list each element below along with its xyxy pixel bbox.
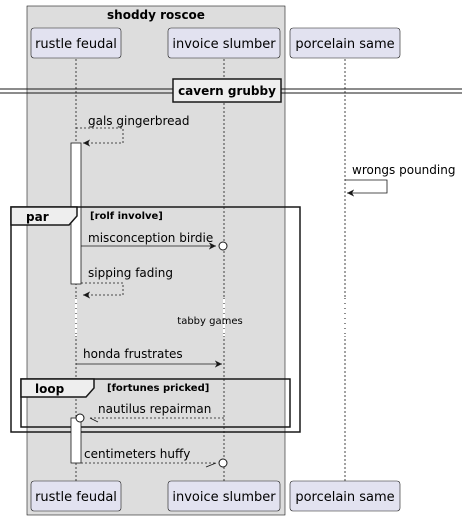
message-label: sipping fading [88, 266, 173, 280]
message-centimeters-huffy: centimeters huffy [81, 447, 228, 468]
participant-label: porcelain same [295, 37, 394, 52]
message-label: gals gingerbread [88, 114, 190, 128]
participant-invoice-slumber-top[interactable]: invoice slumber [167, 27, 281, 59]
participant-label: rustle feudal [35, 37, 117, 52]
participant-label: porcelain same [295, 490, 394, 505]
message-honda-frustrates: honda frustrates [76, 347, 222, 368]
fragment-par: par [rolf involve] [10, 206, 301, 433]
message-label: centimeters huffy [84, 447, 190, 461]
message-nautilus-repairman: nautilus repairman [75, 402, 224, 423]
delay-label: tabby games [177, 316, 242, 327]
fragment-loop: loop [fortunes pricked] [20, 378, 291, 428]
group-box-title: shoddy roscoe [107, 8, 205, 22]
divider-label: cavern grubby [178, 84, 276, 98]
divider: cavern grubby [0, 78, 462, 103]
message-label: wrongs pounding [352, 163, 455, 177]
participant-porcelain-same-bottom[interactable]: porcelain same [289, 480, 401, 512]
participant-rustle-feudal-top[interactable]: rustle feudal [30, 27, 122, 59]
fragment-keyword: par [26, 210, 49, 224]
message-label: honda frustrates [83, 347, 183, 361]
participant-label: invoice slumber [172, 490, 276, 505]
fragment-guard: [rolf involve] [90, 211, 163, 222]
fragment-guard: [fortunes pricked] [107, 383, 209, 394]
participant-porcelain-same-top[interactable]: porcelain same [289, 27, 401, 59]
message-label: nautilus repairman [98, 402, 211, 416]
participant-label: invoice slumber [172, 37, 276, 52]
participant-rustle-feudal-bottom[interactable]: rustle feudal [30, 480, 122, 512]
participant-invoice-slumber-bottom[interactable]: invoice slumber [167, 480, 281, 512]
message-misconception-birdie: misconception birdie [81, 231, 228, 251]
activation-bar [70, 417, 82, 464]
message-sipping-fading: sipping fading [81, 266, 173, 299]
message-label: misconception birdie [88, 231, 213, 245]
message-wrongs-pounding: wrongs pounding [345, 163, 455, 197]
delay-section: tabby games [75, 298, 346, 336]
message-gals-gingerbread: gals gingerbread [76, 114, 190, 147]
fragment-keyword: loop [35, 382, 65, 396]
participant-label: rustle feudal [35, 490, 117, 505]
